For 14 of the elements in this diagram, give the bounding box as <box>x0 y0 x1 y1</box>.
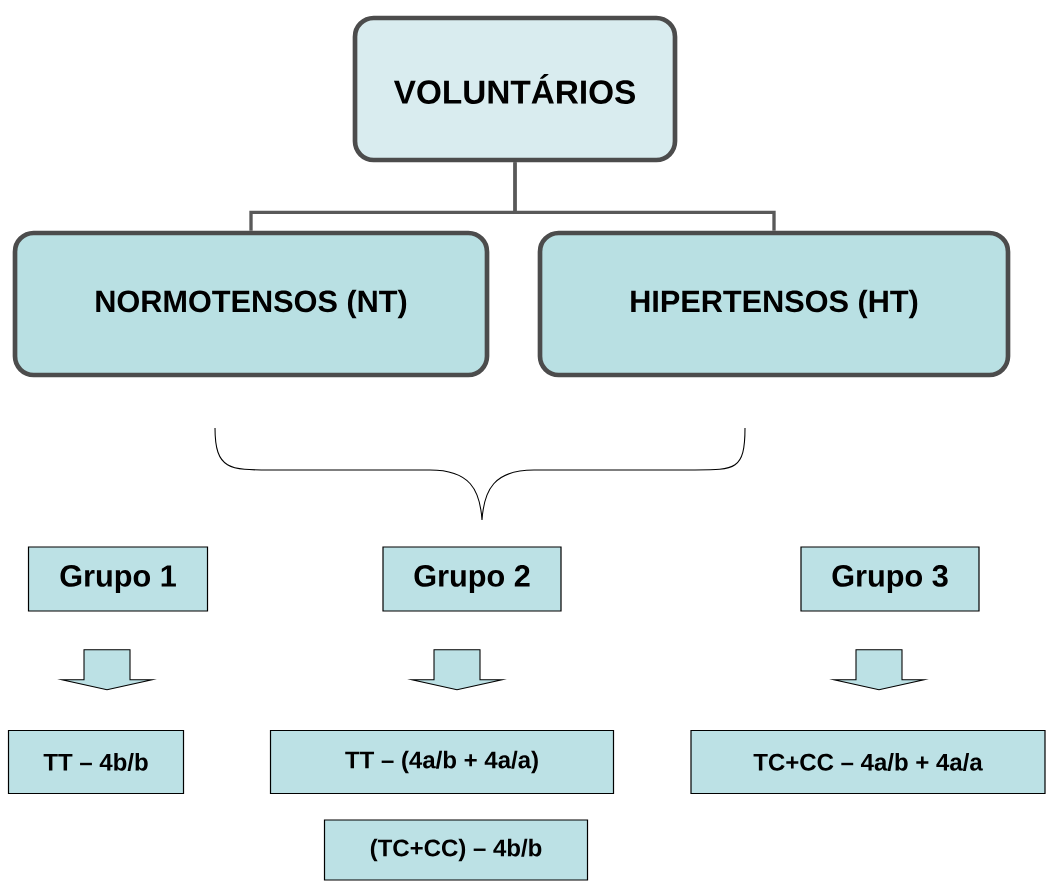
group-box: Grupo 2 <box>382 546 562 612</box>
block-arrow <box>57 649 157 691</box>
group-box: Grupo 1 <box>27 546 209 612</box>
block-arrow <box>407 649 507 691</box>
group-box: Grupo 3 <box>800 546 980 612</box>
result-box: TT – (4a/b + 4a/a) <box>269 729 615 795</box>
result-box: (TC+CC) – 4b/b <box>323 819 589 881</box>
root-box: VOLUNTÁRIOS <box>352 15 678 163</box>
connector-line <box>513 162 776 231</box>
category-box: NORMOTENSOS (NT) <box>12 230 490 378</box>
result-box: TC+CC – 4a/b + 4a/a <box>690 729 1046 795</box>
result-box: TT – 4b/b <box>7 729 185 795</box>
block-arrow <box>829 649 929 691</box>
category-box: HIPERTENSOS (HT) <box>537 230 1011 378</box>
